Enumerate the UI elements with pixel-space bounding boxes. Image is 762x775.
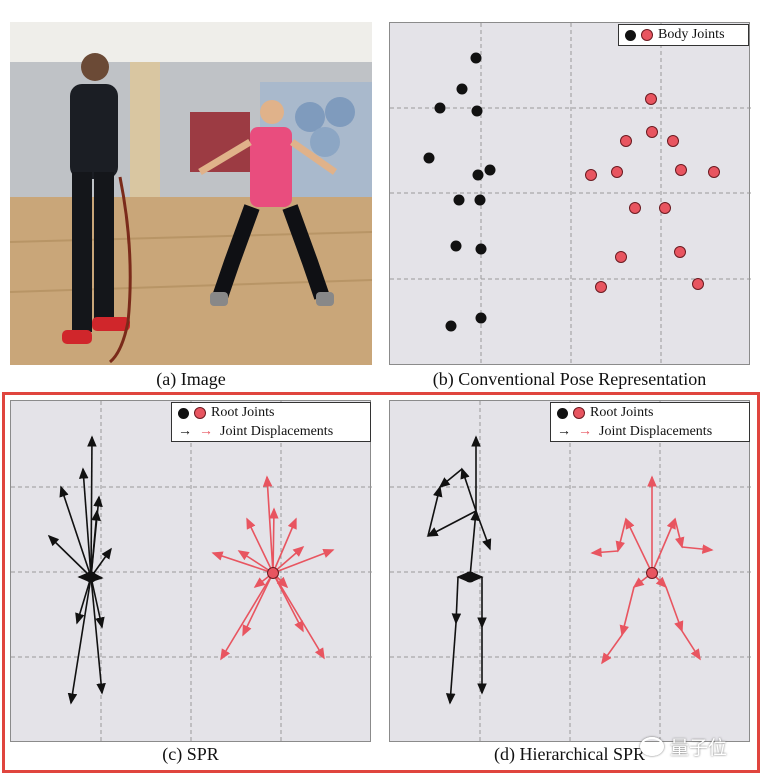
panel-spr: Root Joints → → Joint Displacements bbox=[10, 400, 372, 743]
red-displacements bbox=[211, 475, 335, 661]
caption-c: (c) SPR bbox=[162, 744, 219, 764]
highlight-frame bbox=[2, 392, 760, 773]
black-dot-icon bbox=[178, 407, 189, 419]
black-arrow-icon: → bbox=[557, 424, 571, 439]
hierarchical-spr-plot bbox=[390, 401, 751, 743]
legend-root-joints: Root Joints bbox=[211, 405, 275, 420]
red-root-joint bbox=[646, 567, 658, 579]
caption-a: (a) Image bbox=[156, 369, 226, 389]
wechat-icon bbox=[640, 737, 664, 756]
red-arrow-icon: → bbox=[199, 424, 213, 439]
black-dot-icon bbox=[625, 29, 636, 41]
black-arrow-icon: → bbox=[178, 424, 192, 439]
black-displacements bbox=[47, 435, 112, 705]
black-dot-icon bbox=[557, 407, 568, 419]
panel-conventional-pose: Body Joints bbox=[389, 22, 751, 366]
photo-image bbox=[10, 22, 372, 365]
legend-b: Body Joints bbox=[618, 24, 749, 46]
caption-b: (b) Conventional Pose Representation bbox=[432, 369, 707, 389]
red-body-joints bbox=[585, 93, 720, 293]
black-body-joints bbox=[423, 52, 496, 332]
red-dot-icon bbox=[194, 407, 206, 419]
watermark-text: 量子位 bbox=[670, 737, 728, 759]
legend-body-joints: Body Joints bbox=[658, 27, 725, 42]
photo-illustration bbox=[10, 22, 372, 365]
caption-d: (d) Hierarchical SPR bbox=[494, 744, 645, 764]
black-root-joint bbox=[464, 571, 476, 583]
legend-root-joints: Root Joints bbox=[590, 405, 654, 420]
black-hier-displacements bbox=[426, 435, 492, 705]
red-dot-icon bbox=[573, 407, 585, 419]
legend-d: Root Joints → → Joint Displacements bbox=[550, 402, 750, 442]
spr-plot bbox=[11, 401, 372, 743]
conventional-pose-plot bbox=[390, 23, 751, 366]
red-root-joint bbox=[267, 567, 279, 579]
red-arrow-icon: → bbox=[578, 424, 592, 439]
black-root-joint bbox=[85, 571, 97, 583]
watermark: 量子位 bbox=[640, 733, 727, 760]
legend-joint-displacements: Joint Displacements bbox=[599, 424, 713, 439]
legend-joint-displacements: Joint Displacements bbox=[220, 424, 334, 439]
legend-c: Root Joints → → Joint Displacements bbox=[171, 402, 371, 442]
red-dot-icon bbox=[641, 29, 653, 41]
panel-hierarchical-spr: Root Joints → → Joint Displacements bbox=[389, 400, 751, 743]
